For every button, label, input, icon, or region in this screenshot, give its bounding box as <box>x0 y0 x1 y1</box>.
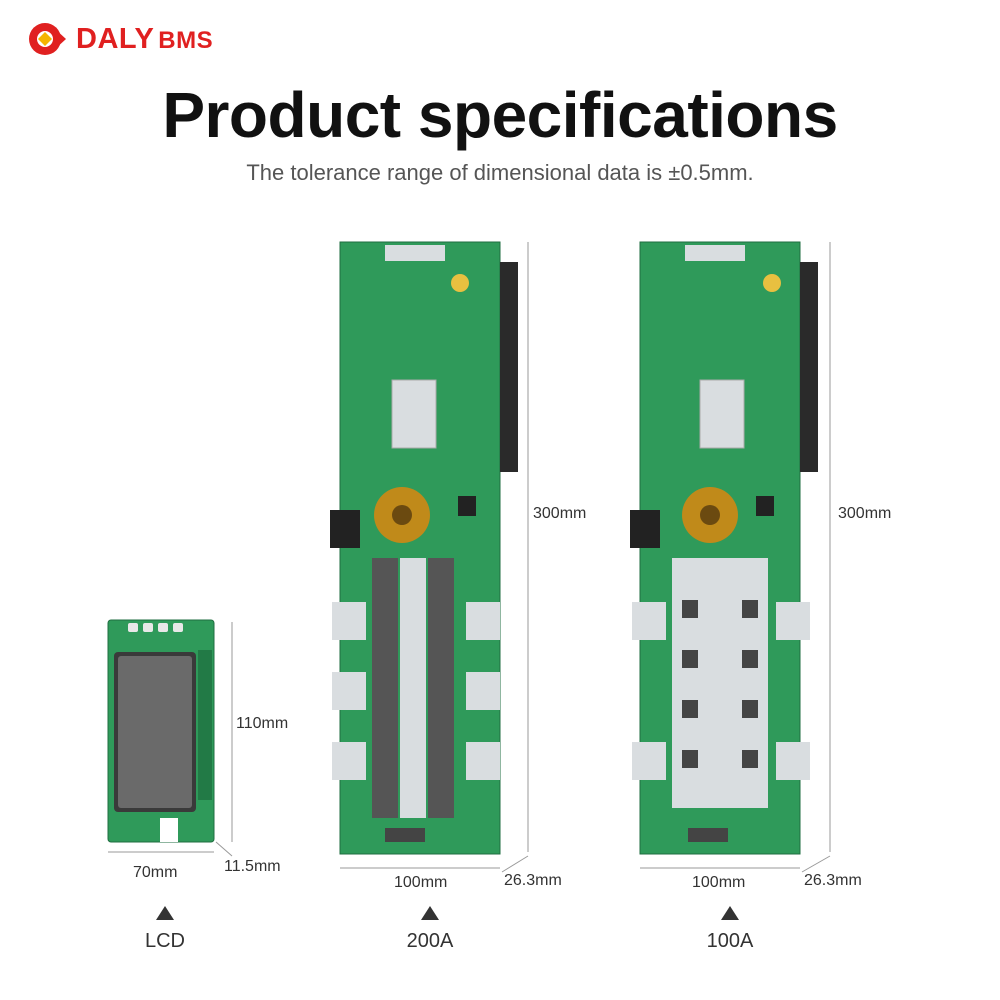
page-subtitle: The tolerance range of dimensional data … <box>246 160 754 185</box>
brand-logo-icon <box>29 23 66 55</box>
bms-200a-width-label: 100mm <box>394 874 448 891</box>
bms-200a-depth-label: 26.3mm <box>504 872 562 889</box>
lcd-caption-pointer-icon <box>156 906 174 920</box>
bms-100a-width-label: 100mm <box>692 874 746 891</box>
lcd-caption: LCD <box>144 930 185 952</box>
bms-100a-board-image <box>630 241 831 873</box>
bms-200a-board-image <box>330 241 529 873</box>
bms-200a-caption-pointer-icon <box>421 906 439 920</box>
lcd-height-label: 110mm <box>236 715 289 732</box>
brand-name-main: DALY <box>76 22 155 55</box>
bms-200a-height-label: 300mm <box>533 505 587 522</box>
bms-100a-height-label: 300mm <box>838 505 892 522</box>
bms-100a-depth-label: 26.3mm <box>804 872 862 889</box>
lcd-depth-label: 11.5mm <box>224 858 281 875</box>
bms-100a-caption-pointer-icon <box>721 906 739 920</box>
brand-name-suffix: BMS <box>158 26 214 54</box>
lcd-board-image <box>107 619 233 857</box>
bms-100a-caption: 100A <box>706 930 754 952</box>
lcd-width-label: 70mm <box>133 864 178 881</box>
bms-200a-caption: 200A <box>406 930 454 952</box>
page-title: Product specifications <box>162 79 838 151</box>
